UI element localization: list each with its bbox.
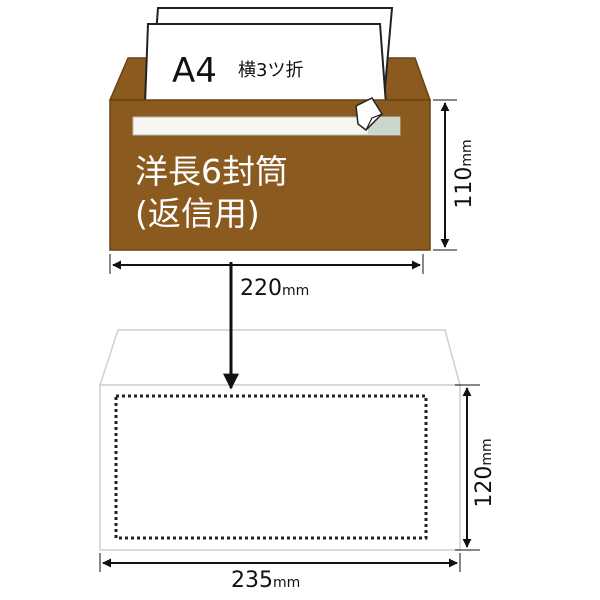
outer-width-value: 235 bbox=[231, 568, 273, 593]
height-unit: mm bbox=[459, 139, 475, 167]
outer-width-unit: mm bbox=[273, 575, 301, 591]
a4-paper bbox=[143, 7, 394, 105]
peel-tab-icon bbox=[355, 97, 383, 131]
height-label-120: 120mm bbox=[472, 433, 497, 513]
height-label-110: 110mm bbox=[452, 134, 477, 214]
outer-height-unit: mm bbox=[479, 438, 495, 466]
envelope-window bbox=[114, 394, 428, 540]
outer-height-value: 120 bbox=[472, 465, 497, 508]
width-label-235: 235mm bbox=[231, 570, 300, 592]
width-unit: mm bbox=[282, 283, 310, 299]
paper-size-label: A4 bbox=[172, 51, 217, 91]
width-label-220: 220mm bbox=[240, 278, 309, 300]
fold-label: 横3ツ折 bbox=[238, 60, 304, 81]
height-value: 110 bbox=[452, 166, 477, 209]
outer-envelope-flap bbox=[98, 329, 461, 386]
outer-envelope bbox=[99, 384, 461, 551]
return-envelope-name: 洋長6封筒 bbox=[135, 152, 288, 191]
return-envelope-subtitle: (返信用) bbox=[135, 194, 260, 233]
width-value: 220 bbox=[240, 276, 282, 301]
